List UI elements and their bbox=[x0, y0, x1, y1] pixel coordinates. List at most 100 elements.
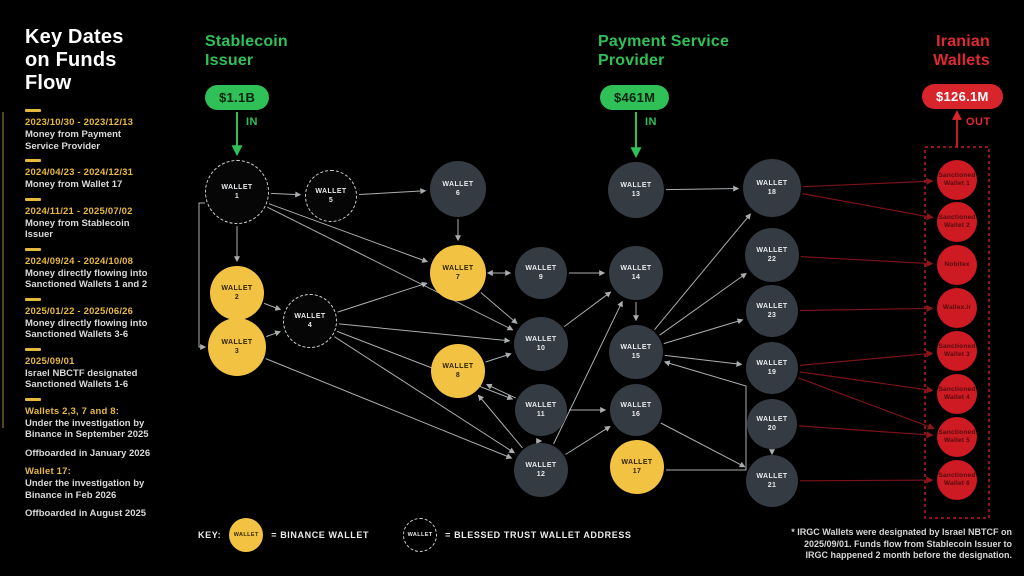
wallet-node-w6: WALLET 6 bbox=[430, 161, 486, 217]
legend-binance-label: = BINANCE WALLET bbox=[271, 530, 370, 540]
edge-w1-w7 bbox=[268, 203, 429, 263]
wallet-node-w22: WALLET 22 bbox=[745, 228, 799, 282]
edge-w7-w10 bbox=[480, 292, 518, 324]
entry-body: Under the investigation by Binance in Fe… bbox=[25, 478, 145, 501]
wallet-node-w2: WALLET 2 bbox=[210, 266, 264, 320]
payment-service-provider-header: Payment Service Provider bbox=[598, 33, 730, 69]
legend-trust-label: = BLESSED TRUST WALLET ADDRESS bbox=[445, 530, 632, 540]
wallet-node-w23: WALLET 23 bbox=[746, 285, 798, 337]
stablecoin-in-label: IN bbox=[246, 116, 258, 128]
iranian-amount-badge: $126.1M bbox=[922, 84, 1003, 109]
entry-body: Money from Wallet 17 bbox=[25, 179, 123, 190]
edge-w18-sw2 bbox=[802, 193, 934, 220]
wallet-node-sw5: Sanctioned Wallet 5 bbox=[937, 417, 977, 457]
entry-body: Israel NBCTF designated Sanctioned Walle… bbox=[25, 367, 138, 391]
edge-w4-w11 bbox=[336, 330, 514, 400]
edge-polyline bbox=[198, 202, 207, 350]
wallet-node-sw4: Sanctioned Wallet 4 bbox=[937, 374, 977, 414]
edge-w19-sw4 bbox=[799, 371, 934, 394]
wallet-node-w7: WALLET 7 bbox=[430, 245, 486, 301]
wallet-node-w11: WALLET 11 bbox=[515, 384, 567, 436]
edge-w1-w10 bbox=[267, 206, 514, 331]
key-date-entry: Offboarded in August 2025 bbox=[25, 508, 182, 520]
entry-heading: 2025/09/01 bbox=[25, 355, 75, 367]
iranian-out-label: OUT bbox=[966, 116, 991, 128]
edge-w3-w4 bbox=[266, 330, 282, 338]
wallet-node-nob: Nobitex bbox=[937, 245, 977, 285]
edge-w8-w10 bbox=[485, 352, 512, 363]
entry-dash bbox=[25, 109, 41, 112]
entry-dash bbox=[25, 197, 41, 201]
wallet-node-w8: WALLET 8 bbox=[431, 344, 485, 398]
wallet-node-sw6: Sanctioned Wallet 6 bbox=[937, 460, 977, 500]
wallet-node-w17: WALLET 17 bbox=[610, 440, 664, 494]
entry-body: Money directly flowing into Sanctioned W… bbox=[25, 317, 148, 341]
entry-heading: 2023/10/30 - 2023/12/13 bbox=[25, 117, 134, 128]
wallet-node-w9: WALLET 9 bbox=[515, 247, 567, 299]
edge-w5-w6 bbox=[358, 188, 427, 195]
edge-w12-w16 bbox=[565, 425, 611, 455]
wallet-node-w3: WALLET 3 bbox=[208, 318, 266, 376]
entry-body: Money from Payment Service Provider bbox=[25, 129, 122, 152]
entry-dash bbox=[25, 159, 41, 162]
entry-dash bbox=[25, 247, 41, 251]
entry-heading: 2024/04/23 - 2024/12/31 bbox=[25, 167, 134, 178]
wallet-node-w4: WALLET 4 bbox=[283, 294, 337, 348]
stablecoin-amount-badge: $1.1B bbox=[205, 85, 270, 110]
legend: KEY: WALLET = BINANCE WALLET WALLET = BL… bbox=[198, 518, 632, 552]
entry-dash bbox=[25, 397, 41, 401]
psp-amount-badge: $461M bbox=[600, 85, 670, 110]
iranian-wallets-header: Iranian Wallets bbox=[933, 33, 990, 69]
irgc-footnote: * IRGC Wallets were designated by Israel… bbox=[791, 527, 1012, 560]
left-accent-line bbox=[2, 112, 4, 428]
wallet-node-w13: WALLET 13 bbox=[608, 162, 664, 218]
edge-w1-w5 bbox=[270, 191, 302, 198]
entry-body: Money directly flowing into Sanctioned W… bbox=[25, 267, 148, 291]
entry-body: Money from Stablecoin Issuer bbox=[25, 217, 130, 241]
edge-w4-w10 bbox=[338, 323, 511, 344]
wallet-node-w14: WALLET 14 bbox=[609, 246, 663, 300]
wallet-node-w16: WALLET 16 bbox=[610, 384, 662, 436]
wallet-node-w20: WALLET 20 bbox=[747, 399, 797, 449]
entry-heading: 2024/09/24 - 2024/10/08 bbox=[25, 255, 134, 267]
trust-wallet-legend-icon: WALLET bbox=[403, 518, 438, 552]
edge-w18-sw1 bbox=[802, 177, 934, 188]
key-date-entry: Wallet 17:Under the investigation by Bin… bbox=[25, 466, 182, 501]
wallet-node-w15: WALLET 15 bbox=[609, 325, 663, 379]
edge-w19-sw3 bbox=[799, 350, 934, 366]
edge-w12-w14 bbox=[553, 300, 623, 445]
edge-polyline bbox=[663, 360, 747, 471]
edge-w2-w4 bbox=[263, 302, 282, 311]
edge-w15-w22 bbox=[659, 272, 747, 336]
edge-w4-w7 bbox=[337, 281, 428, 313]
wallet-node-w18: WALLET 18 bbox=[743, 159, 801, 217]
edge-w23-wx bbox=[799, 304, 934, 313]
entry-heading: Wallets 2,3, 7 and 8: bbox=[25, 405, 120, 417]
edge-w22-nob bbox=[800, 256, 934, 267]
entry-body: Offboarded in January 2026 bbox=[25, 447, 151, 459]
edge-w15-w23 bbox=[663, 318, 744, 345]
edge-w20-sw5 bbox=[798, 425, 934, 439]
sidebar-title: Key Dates on Funds Flow bbox=[25, 26, 124, 94]
psp-in-label: IN bbox=[645, 116, 657, 128]
entry-heading: 2024/11/21 - 2025/07/02 bbox=[25, 205, 133, 217]
wallet-node-sw2: Sanctioned Wallet 2 bbox=[937, 202, 977, 242]
binance-wallet-legend-icon: WALLET bbox=[229, 518, 264, 552]
key-date-entry: Wallets 2,3, 7 and 8:Under the investiga… bbox=[25, 397, 182, 441]
wallet-node-sw3: Sanctioned Wallet 3 bbox=[937, 331, 977, 371]
edge-w11-w8 bbox=[485, 383, 516, 399]
key-date-entry: Offboarded in January 2026 bbox=[25, 448, 182, 460]
wallet-node-w19: WALLET 19 bbox=[746, 342, 798, 394]
key-dates-sidebar: Key Dates on Funds Flow 2023/10/30 - 202… bbox=[0, 0, 196, 576]
edge-w15-w19 bbox=[664, 354, 743, 367]
legend-key-label: KEY: bbox=[198, 530, 222, 540]
edge-w15-w18 bbox=[654, 213, 752, 331]
edge-w13-w18 bbox=[665, 185, 740, 192]
